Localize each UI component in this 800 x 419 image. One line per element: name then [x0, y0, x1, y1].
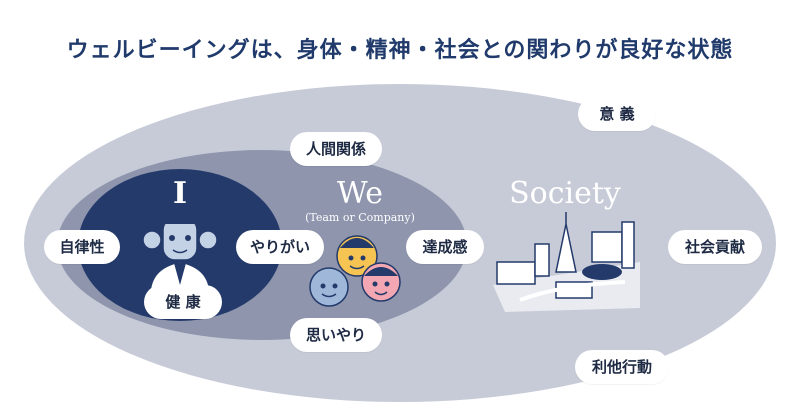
we-sublabel: (Team or Company): [305, 211, 415, 224]
pill-meaning: 意 義: [578, 97, 656, 131]
pill-autonomy: 自律性: [44, 230, 120, 264]
city-icon: [493, 212, 640, 312]
team-faces-icon: [309, 235, 401, 307]
pill-compassion: 思いやり: [290, 318, 382, 352]
page-title: ウェルビーイングは、身体・精神・社会との関わりが良好な状態: [66, 38, 734, 63]
pill-health: 健 康: [144, 285, 222, 319]
pill-relationships: 人間関係: [290, 132, 382, 166]
pill-achievement: 達成感: [406, 230, 484, 264]
pill-altruism: 利他行動: [575, 350, 669, 384]
person-icon: [142, 214, 218, 296]
we-label: We: [336, 176, 384, 211]
pill-social-contribution: 社会貢献: [668, 230, 762, 264]
pill-rewarding: やりがい: [236, 230, 324, 264]
i-label: I: [172, 176, 188, 211]
society-label: Society: [509, 176, 621, 211]
